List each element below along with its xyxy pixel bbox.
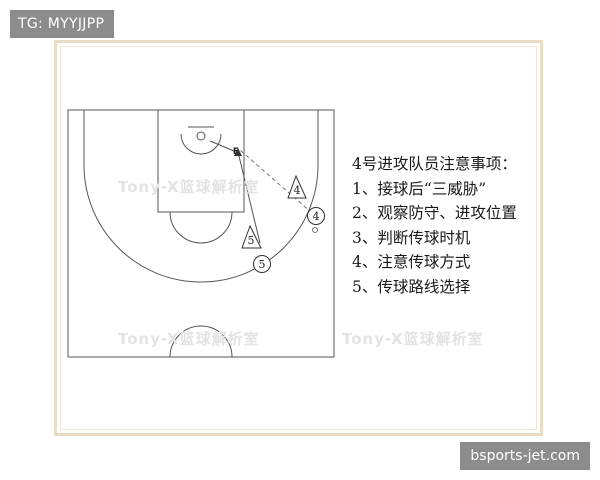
defender-dot — [312, 227, 318, 233]
notes-item-2: 2、观察防守、进攻位置 — [352, 204, 517, 223]
pass-path — [239, 149, 313, 214]
player-circle-5 — [253, 255, 271, 273]
rim-connector — [209, 140, 235, 152]
notes-panel: 4号进攻队员注意事项： 1、接球后“三威胁” 2、观察防守、进攻位置 3、判断传… — [352, 152, 517, 300]
cut-path — [237, 151, 261, 244]
restricted-arc — [180, 133, 222, 155]
player-label-5: 5 — [259, 258, 266, 271]
arrow-head — [234, 148, 242, 156]
notes-item-1: 1、接球后“三威胁” — [352, 179, 487, 198]
free-throw-circle — [169, 211, 233, 244]
notes-item-5: 5、传球路线选择 — [352, 277, 471, 296]
court-boundary — [67, 109, 335, 358]
notes-item-4: 4、注意传球方式 — [352, 253, 471, 272]
frame-inner-border — [60, 46, 537, 430]
watermark-lower-right: Tony-X篮球解析室 — [342, 330, 484, 348]
watermark-upper: Tony-X篮球解析室 — [118, 178, 260, 196]
defender-label-4: 4 — [294, 184, 301, 197]
notes-title: 4号进攻队员注意事项： — [352, 155, 517, 173]
ball-marker: F — [233, 147, 239, 157]
watermark-lower-left: Tony-X篮球解析室 — [118, 330, 260, 348]
notes-item-3: 3、判断传球时机 — [352, 228, 471, 247]
source-badge: bsports-jet.com — [460, 442, 590, 470]
player-label-4: 4 — [313, 210, 320, 223]
defender-triangle-4 — [287, 174, 307, 199]
defender-triangle-5 — [241, 224, 262, 249]
defender-label-5: 5 — [248, 234, 255, 247]
player-circle-4 — [307, 207, 325, 225]
center-circle — [169, 325, 233, 358]
tag-badge: TG: MYYJJPP — [10, 10, 115, 38]
image-frame — [54, 40, 543, 436]
lane-key — [157, 109, 245, 213]
rim — [196, 131, 206, 141]
